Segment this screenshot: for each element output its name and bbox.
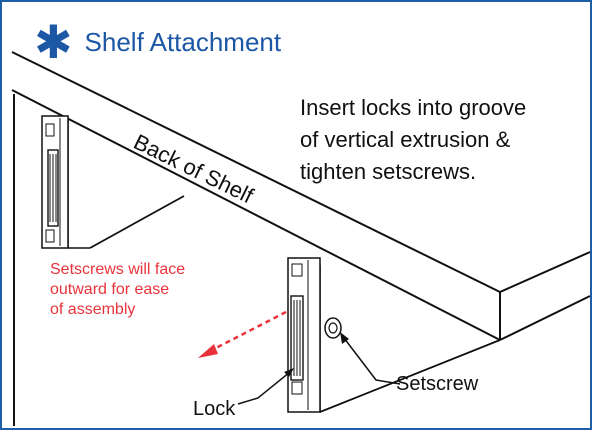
- instruction-line: Insert locks into groove: [300, 95, 527, 120]
- outward-arrow-head: [198, 344, 218, 358]
- instruction-line: tighten setscrews.: [300, 159, 477, 184]
- lock-leader-head: [284, 368, 294, 377]
- warning-line: Setscrews will face: [50, 261, 186, 278]
- shelf-front-edge-bottom: [499, 295, 591, 341]
- setscrew-leader-head: [340, 332, 349, 344]
- shelf-bottom-edge: [11, 89, 501, 341]
- shelf-top-surface: [12, 36, 590, 338]
- warning-line: of assembly: [50, 301, 136, 318]
- setscrew-leader: [343, 337, 401, 385]
- shelf-top-edge: [11, 51, 501, 293]
- lock-label: Lock: [193, 398, 236, 420]
- instruction-text: Insert locks into groove of vertical ext…: [300, 92, 580, 188]
- shelf-underside-edge: [89, 195, 185, 249]
- asterisk-icon: ✱: [34, 15, 73, 69]
- outward-arrow: [211, 310, 287, 352]
- warning-line: outward for ease: [50, 281, 170, 298]
- header: ✱ Shelf Attachment: [34, 15, 282, 69]
- shelf-underside-edge-2: [319, 339, 501, 413]
- warning-note: Setscrews will face outward for ease of …: [50, 260, 185, 320]
- setscrew-label: Setscrew: [396, 373, 479, 395]
- left-extrusion: [41, 115, 69, 249]
- setscrew: [324, 317, 342, 339]
- shelf-front-edge-top: [499, 251, 591, 293]
- right-extrusion: [287, 257, 321, 413]
- instruction-line: of vertical extrusion &: [300, 127, 511, 152]
- lock-leader: [237, 371, 291, 405]
- page-title: Shelf Attachment: [84, 26, 282, 57]
